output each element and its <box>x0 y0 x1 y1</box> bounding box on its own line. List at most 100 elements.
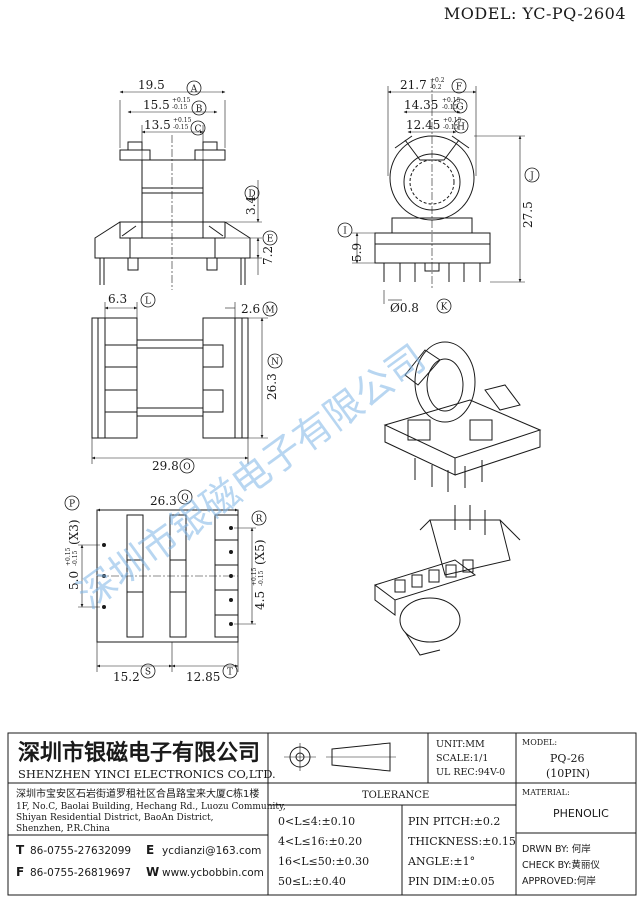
bottom-view <box>78 508 256 672</box>
fax-label: F <box>16 865 24 879</box>
svg-text:K: K <box>441 303 448 313</box>
title-block: 深圳市银磁电子有限公司 SHENZHEN YINCI ELECTRONICS C… <box>7 732 637 896</box>
callout-t: T <box>222 663 238 679</box>
callout-c: C <box>190 120 206 136</box>
dim-m-value: 2.6 <box>241 302 260 316</box>
callout-f: F <box>451 78 467 94</box>
svg-text:S: S <box>145 668 151 678</box>
tolerance-right-list: PIN PITCH:±0.2THICKNESS:±0.15ANGLE:±1°PI… <box>407 815 516 888</box>
dim-n-value: 26.3 <box>265 373 279 400</box>
dim-j-value: 27.5 <box>521 201 535 228</box>
projection-symbol <box>284 742 396 772</box>
callout-q: Q <box>177 489 193 505</box>
company-name-cn: 深圳市银磁电子有限公司 <box>18 740 260 766</box>
callout-o: O <box>179 458 195 474</box>
svg-text:F: F <box>456 83 462 93</box>
drawn-by: DRWN BY: 何岸 <box>522 843 591 855</box>
dim-e-value: 7.2 <box>261 246 275 265</box>
callout-p: P <box>64 495 80 511</box>
callout-k: K <box>436 298 452 314</box>
dim-b-value: 15.5 <box>143 98 170 112</box>
svg-text:L: L <box>145 297 151 307</box>
callout-h: H <box>453 118 469 134</box>
tolerance-item: ANGLE:±1° <box>407 855 475 868</box>
dim-p-tol-dn: -0.15 <box>72 550 79 566</box>
svg-text:A: A <box>190 85 198 95</box>
dim-f-tol-dn: -0.2 <box>430 84 442 91</box>
dim-r-tol-dn: -0.15 <box>258 570 265 586</box>
email-label: E <box>146 843 154 857</box>
tolerance-item: THICKNESS:±0.15 <box>408 835 516 848</box>
callout-n: N <box>267 353 283 369</box>
model-value: PQ-26 <box>550 752 585 765</box>
dim-b-tol-up: +0.15 <box>172 97 191 104</box>
front-view <box>94 90 262 290</box>
tel-label: T <box>16 843 25 857</box>
isometric-view-bottom <box>373 505 521 656</box>
svg-text:T: T <box>227 668 233 678</box>
svg-text:C: C <box>195 125 202 135</box>
web-value: www.ycbobbin.com <box>162 867 264 879</box>
check-by: CHECK BY:黄丽仪 <box>522 859 600 871</box>
unit-text: UNIT:MM <box>436 739 485 750</box>
web-label: W <box>146 865 159 879</box>
dim-q-value: 26.3 <box>150 494 177 508</box>
dim-c-value: 13.5 <box>144 118 171 132</box>
isometric-view-top <box>383 341 542 492</box>
dim-h-tol-up: +0.15 <box>443 117 462 124</box>
address-en-1: 1F, No.C, Baolai Building, Hechang Rd., … <box>16 802 286 812</box>
dim-g-value: 14.35 <box>404 98 438 112</box>
dim-p-mult: (X3) <box>67 519 81 545</box>
address-cn: 深圳市宝安区石岩街道罗租社区合昌路宝来大厦C栋1楼 <box>16 787 259 800</box>
dim-f-value: 21.7 <box>400 78 427 92</box>
callout-a: A <box>186 80 202 96</box>
dim-h-value: 12.45 <box>406 118 440 132</box>
material-label: MATERIAL: <box>522 788 570 797</box>
dim-l-value: 6.3 <box>108 292 127 306</box>
callout-d: D <box>244 185 260 201</box>
callout-m: M <box>262 301 278 317</box>
tolerance-item: 4<L≤16:±0.20 <box>278 835 362 848</box>
dim-g-tol-up: +0.15 <box>442 97 461 104</box>
callout-g: G <box>452 98 468 114</box>
company-name-en: SHENZHEN YINCI ELECTRONICS CO,LTD. <box>18 767 276 781</box>
dim-p-value: 5.0 <box>67 571 81 590</box>
svg-text:R: R <box>256 515 263 525</box>
dim-d-value: 3.4 <box>244 196 258 215</box>
scale-text: SCALE:1/1 <box>436 753 488 764</box>
svg-text:P: P <box>69 500 75 510</box>
model-pins: (10PIN) <box>546 767 590 780</box>
email-value: ycdianzi@163.com <box>162 845 261 857</box>
pin-holes <box>102 526 233 626</box>
fax-value: 86-0755-26819697 <box>30 867 131 879</box>
dim-k-value: Ø0.8 <box>390 301 419 315</box>
svg-text:I: I <box>343 227 347 237</box>
callout-e: E <box>262 230 278 246</box>
dim-i-value: 5.9 <box>350 243 364 262</box>
dim-s-value: 15.2 <box>113 670 140 684</box>
tolerance-item: 50≤L:±0.40 <box>278 875 346 888</box>
svg-text:H: H <box>457 123 465 133</box>
dim-g-tol-dn: -0.15 <box>442 104 458 111</box>
dimension-texts: 19.5 15.5 +0.15 -0.15 13.5 +0.15 -0.15 3… <box>65 77 535 684</box>
dim-r-value: 4.5 <box>253 591 267 610</box>
svg-text:G: G <box>456 103 463 113</box>
svg-text:O: O <box>183 463 190 473</box>
callout-b: B <box>191 100 207 116</box>
svg-text:B: B <box>196 105 203 115</box>
material-value: PHENOLIC <box>553 807 609 820</box>
callout-j: J <box>524 167 540 183</box>
tel-value: 86-0755-27632099 <box>30 845 131 857</box>
dim-o-value: 29.8 <box>152 459 179 473</box>
dim-r-mult: (X5) <box>253 539 267 565</box>
dim-t-value: 12.85 <box>186 670 220 684</box>
dim-r-tol-up: +0.15 <box>251 567 258 586</box>
dim-c-tol-up: +0.15 <box>173 117 192 124</box>
dim-c-tol-dn: -0.15 <box>173 124 189 131</box>
svg-text:Q: Q <box>181 494 188 504</box>
tolerance-item: 16<L≤50:±0.30 <box>278 855 369 868</box>
address-en-3: Shenzhen, P.R.China <box>16 824 111 834</box>
address-en-2: Shiyan Residential District, BaoAn Distr… <box>16 813 214 823</box>
svg-text:D: D <box>248 190 255 200</box>
svg-text:N: N <box>271 358 279 368</box>
